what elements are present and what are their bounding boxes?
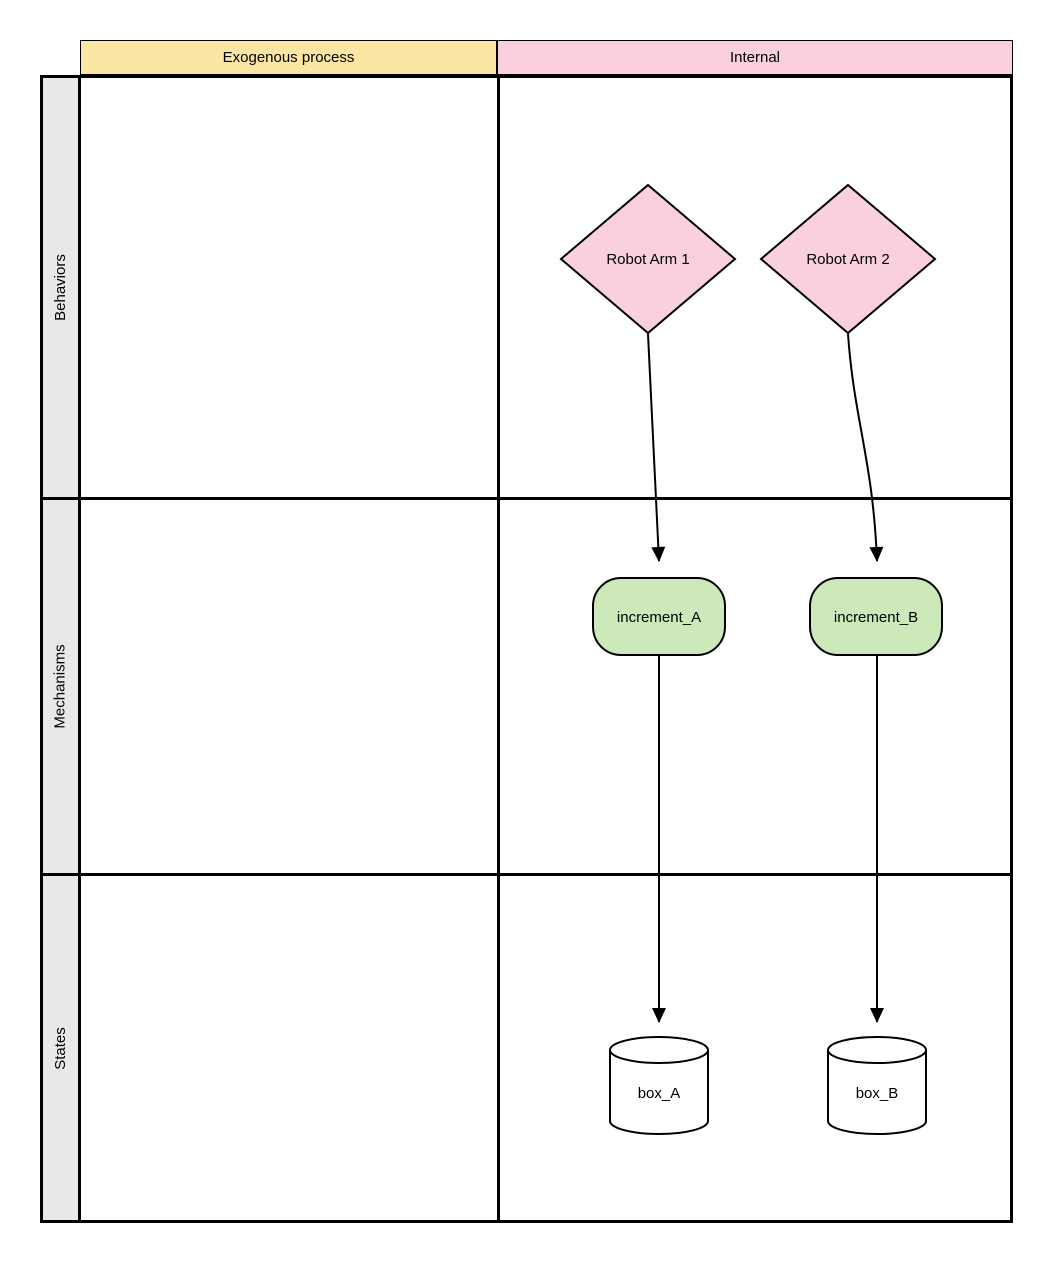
shape-increment-b: increment_B	[809, 577, 943, 656]
diamond-robot-arm-1	[559, 183, 737, 335]
column-header-internal: Internal	[497, 40, 1013, 75]
shape-robot-arm-1-label: Robot Arm 1	[606, 251, 689, 268]
shape-increment-b-label: increment_B	[834, 609, 918, 626]
cylinder-box-a-top	[609, 1036, 709, 1064]
lane-label-states: States	[43, 876, 78, 1220]
swimlane-grid: Behaviors Mechanisms States	[40, 75, 1013, 1223]
shape-robot-arm-1: Robot Arm 1	[559, 183, 737, 335]
rounded-rect-increment-a	[592, 577, 726, 656]
connector-robot-arm-1-to-increment-a	[647, 333, 666, 562]
cell-states-exogenous	[81, 876, 497, 1220]
column-header-exogenous-process: Exogenous process	[80, 40, 497, 75]
connector-robot-arm-2-to-increment-b	[847, 333, 884, 562]
lane-label-mechanisms: Mechanisms	[43, 500, 78, 873]
diamond-robot-arm-2	[759, 183, 937, 335]
rounded-rect-increment-b	[809, 577, 943, 656]
shape-box-b: box_B	[827, 1036, 927, 1135]
cylinder-box-a-body	[609, 1050, 709, 1135]
shape-box-b-label: box_B	[856, 1085, 899, 1102]
shape-robot-arm-2: Robot Arm 2	[759, 183, 937, 335]
cylinder-box-b-top	[827, 1036, 927, 1064]
cell-behaviors-exogenous	[81, 78, 497, 497]
shape-box-a-label: box_A	[638, 1085, 681, 1102]
column-header-exogenous-label: Exogenous process	[222, 49, 355, 66]
cylinder-box-b-body	[827, 1050, 927, 1135]
shape-increment-a: increment_A	[592, 577, 726, 656]
lane-label-behaviors: Behaviors	[43, 78, 78, 497]
column-header-internal-label: Internal	[729, 49, 781, 66]
shape-increment-a-label: increment_A	[617, 609, 701, 626]
cell-mechanisms-internal	[500, 500, 1010, 873]
cell-behaviors-internal	[500, 78, 1010, 497]
cell-mechanisms-exogenous	[81, 500, 497, 873]
shape-robot-arm-2-label: Robot Arm 2	[806, 251, 889, 268]
shape-box-a: box_A	[609, 1036, 709, 1135]
